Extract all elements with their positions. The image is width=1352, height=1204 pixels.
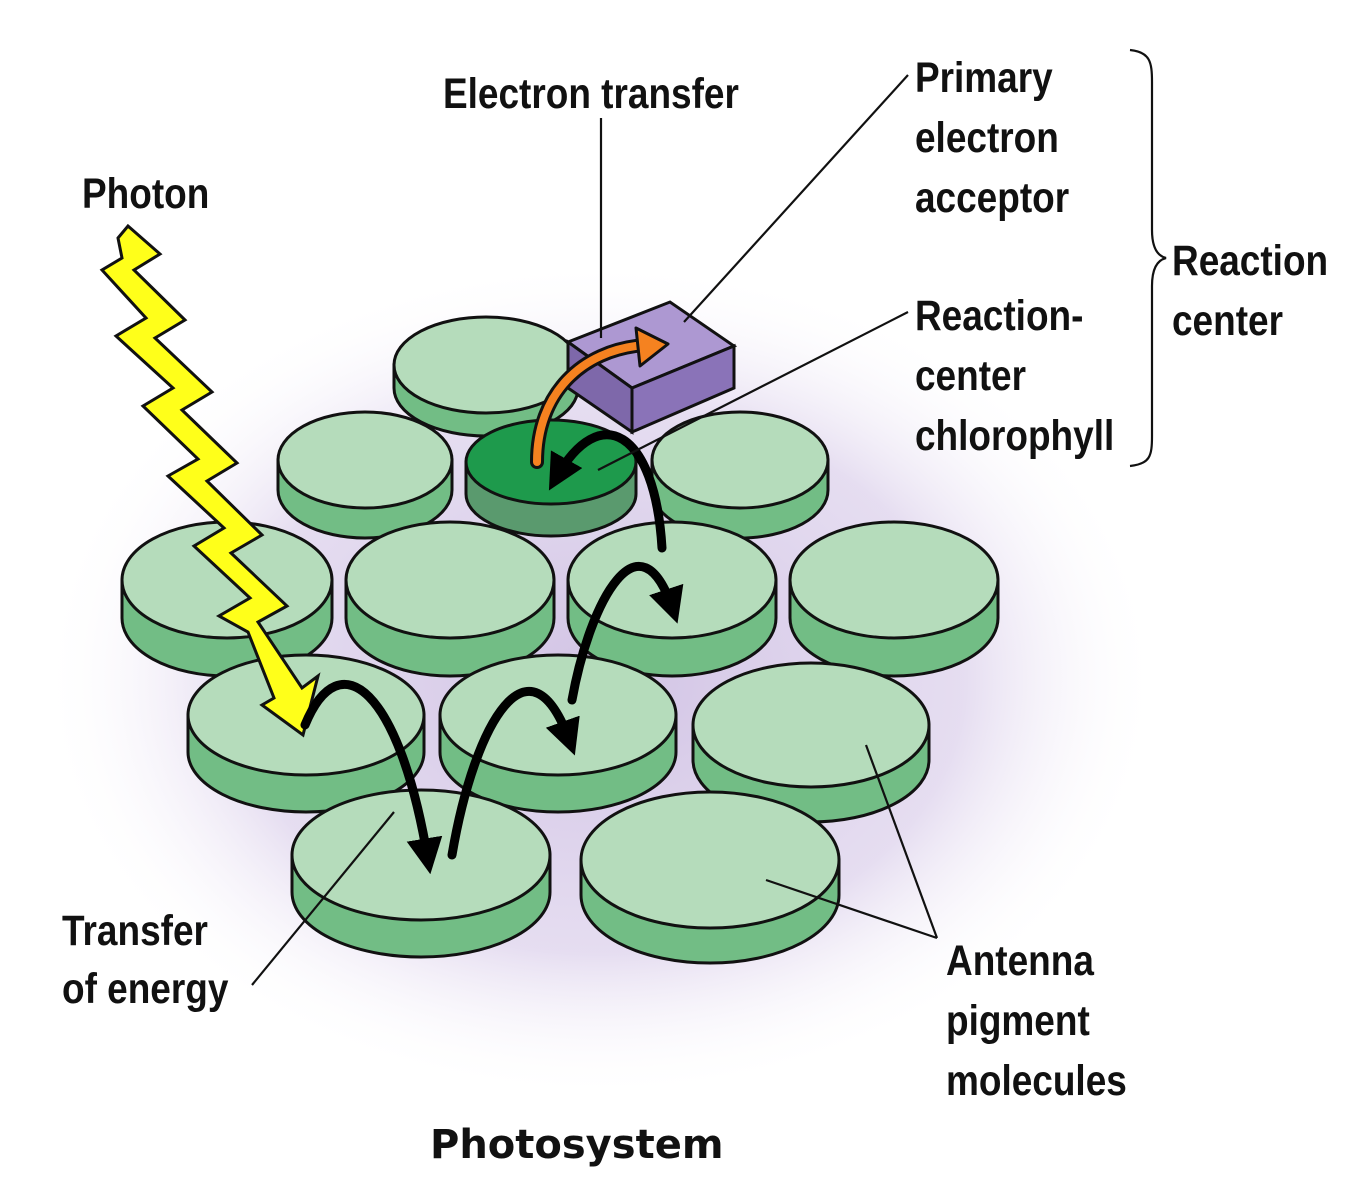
label-antenna-line2: pigment: [946, 997, 1090, 1044]
leader-antenna-2: [765, 878, 938, 940]
label-rc-chlorophyll-line1: Reaction-: [915, 292, 1083, 339]
leader-transfer-energy: [251, 811, 395, 986]
diagram-title: Photosystem: [430, 1122, 724, 1168]
leader-rc-chlorophyll: [597, 311, 909, 471]
label-antenna-line1: Antenna: [946, 937, 1095, 984]
label-transfer-of-energy-line2: of energy: [62, 965, 229, 1012]
label-primary-electron-acceptor-line3: acceptor: [915, 174, 1069, 221]
label-reaction-center-line2: center: [1172, 297, 1283, 344]
label-reaction-center-line1: Reaction: [1172, 237, 1328, 284]
disk-row3-4: [788, 520, 1000, 678]
label-antenna-line3: molecules: [946, 1057, 1127, 1104]
disk-back-top: [392, 315, 580, 438]
disk-front-2: [579, 790, 841, 965]
energy-arrow-3: [567, 562, 684, 705]
energy-arrow-4: [548, 430, 667, 553]
label-primary-electron-acceptor-line1: Primary: [915, 54, 1053, 101]
energy-arrow-1: [300, 679, 443, 875]
label-electron-transfer: Electron transfer: [443, 70, 739, 117]
label-rc-chlorophyll-line3: chlorophyll: [915, 412, 1114, 459]
label-rc-chlorophyll-line2: center: [915, 352, 1026, 399]
leader-antenna-1: [864, 744, 939, 939]
disk-row4-2: [438, 653, 678, 814]
disk-row3-3: [566, 520, 778, 678]
disk-row2-right: [650, 410, 830, 540]
energy-arrow-2: [447, 687, 580, 860]
disk-row3-2: [344, 520, 556, 678]
label-primary-electron-acceptor-line2: electron: [915, 114, 1059, 161]
electron-transfer-arrowhead: [634, 326, 670, 368]
leader-primary-acceptor: [683, 74, 909, 323]
reaction-center-bracket: [1129, 48, 1167, 468]
label-transfer-of-energy-line1: Transfer: [62, 907, 208, 954]
label-photon: Photon: [82, 170, 209, 217]
photon-lightning-icon: [99, 223, 321, 738]
disk-row2-left: [276, 410, 454, 540]
